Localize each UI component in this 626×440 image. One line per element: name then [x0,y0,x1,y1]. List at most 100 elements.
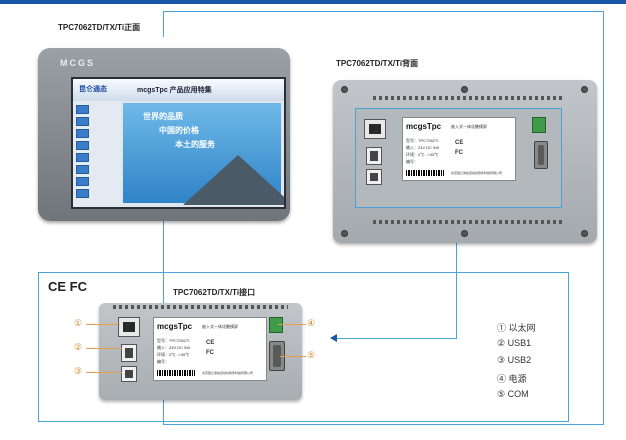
caption-back: TPC7062TD/TX/Ti背面 [336,59,419,68]
sidebar-thumb [76,105,89,114]
usb2-port [121,366,137,382]
callout-line [278,324,306,325]
legend-num: ② [497,338,506,348]
vent-top [373,96,563,100]
barcode [157,370,195,376]
sidebar-thumb [76,117,89,126]
callout-line [86,348,122,349]
legend-label: COM [507,389,529,399]
screen-sidebar [73,101,121,207]
callout-line [86,372,122,373]
label-line: 环境：0℃...+45℃ [406,152,439,157]
connector-line-arrow [336,338,457,339]
cert-fc-icon: FC [206,350,214,356]
power-terminal [269,317,283,333]
sidebar-thumb [76,177,89,186]
screw [341,230,348,237]
legend-num: ① [497,323,507,333]
device-label: mcgsTpc 嵌入式一体化触摸屏 型号：TPC7062TI 输入：24V DC… [402,117,516,181]
cert-ce-icon: CE [206,340,215,346]
usb1-port [366,147,382,165]
callout-4: ④ [307,318,316,328]
sidebar-thumb [76,153,89,162]
power-terminal [532,117,546,133]
connector-line-top [163,11,604,12]
screw [581,86,588,93]
slogan-line: 中国的价格 [159,126,199,135]
label-line: 编号： [406,159,418,164]
label-line: 编号： [157,359,169,364]
screw [461,230,468,237]
screen-logo-right: mcgsTpc 产品应用特集 [137,87,212,94]
certification-marks: CE FC [48,279,87,294]
legend-item: ① 以太网 [497,321,536,334]
back-panel: mcgsTpc 嵌入式一体化触摸屏 型号：TPC7062TI 输入：24V DC… [333,80,597,243]
screw [461,86,468,93]
sidebar-thumb [76,189,89,198]
legend-label: USB1 [507,338,532,348]
caption-front: TPC7062TD/TX/Ti正面 [58,23,141,32]
connector-line-front-top [163,11,164,37]
interface-panel: mcgsTpc 嵌入式一体化触摸屏 型号：TPC7062TI 输入：24V DC… [99,303,302,400]
legend-num: ⑤ [497,389,506,399]
callout-5: ⑤ [307,350,316,360]
screen-header [73,79,284,101]
label-line: 型号：TPC7062TI [157,338,190,343]
barcode [406,170,444,176]
screw [341,86,348,93]
top-bar [0,0,626,4]
volcano-graphic [183,155,284,205]
front-panel: MCGS 昆仑通态 mcgsTpc 产品应用特集 世界的品质 中国的价格 本土的… [38,48,290,221]
connector-line-back-down [456,186,457,338]
sidebar-thumb [76,129,89,138]
device-label: mcgsTpc 嵌入式一体化触摸屏 型号：TPC7062TI 输入：24V DC… [153,317,267,381]
legend-item: ② USB1 [497,338,531,349]
screen-logo-left: 昆仑通态 [79,86,107,93]
legend-item: ⑤ COM [497,389,529,400]
callout-1: ① [74,318,83,328]
label-title: 嵌入式一体化触摸屏 [451,124,487,129]
label-line: 输入：24V DC 5W [406,145,440,150]
vent-bottom [373,220,563,224]
legend-label: USB2 [507,355,532,365]
ethernet-port [364,119,386,139]
legend-item: ④ 电源 [497,372,527,385]
cert-ce-icon: CE [455,140,464,146]
com-port [534,141,548,169]
usb1-port [121,344,137,362]
label-logo: mcgsTpc [406,122,442,131]
callout-line [280,356,306,357]
label-title: 嵌入式一体化触摸屏 [202,324,238,329]
ethernet-port [118,317,140,337]
front-brand: MCGS [60,58,95,68]
caption-interface: TPC7062TD/TX/Ti接口 [173,288,256,297]
label-line: 型号：TPC7062TI [406,138,439,143]
label-logo: mcgsTpc [157,322,193,331]
interface-section [38,272,569,422]
legend-item: ③ USB2 [497,355,531,366]
front-screen: 昆仑通态 mcgsTpc 产品应用特集 世界的品质 中国的价格 本土的服务 [71,77,286,209]
label-line: 输入：24V DC 5W [157,345,191,350]
usb2-port [366,169,382,185]
screw [581,230,588,237]
legend-num: ③ [497,355,506,365]
sidebar-thumb [76,141,89,150]
sidebar-thumb [76,165,89,174]
connector-line-bottom [163,424,604,425]
slogan-line: 世界的品质 [143,112,183,121]
vent-top [113,305,288,309]
callout-3: ③ [74,366,83,376]
label-footer: 北京昆仑通态自动化软件科技有限公司 [202,371,254,375]
connector-line-right [603,11,604,425]
label-footer: 北京昆仑通态自动化软件科技有限公司 [451,171,503,175]
legend-num: ④ [497,374,507,384]
slogan-line: 本土的服务 [175,140,215,149]
legend-label: 以太网 [508,323,536,333]
cert-fc-icon: FC [455,150,463,156]
back-module: mcgsTpc 嵌入式一体化触摸屏 型号：TPC7062TI 输入：24V DC… [355,108,562,208]
legend-label: 电源 [508,374,527,384]
callout-2: ② [74,342,83,352]
label-line: 环境：0℃...+45℃ [157,352,190,357]
callout-line [86,324,120,325]
arrow-icon [330,334,337,342]
